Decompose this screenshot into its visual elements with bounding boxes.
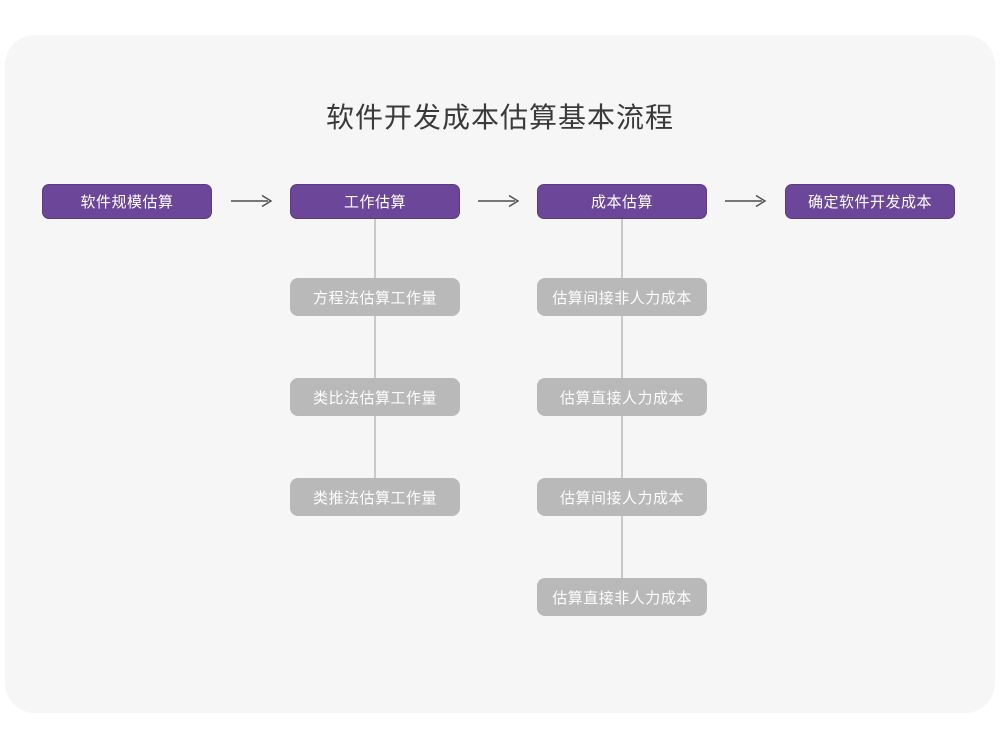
subnode-label: 估算间接人力成本 — [559, 489, 684, 507]
subnode-label: 方程法估算工作量 — [312, 289, 437, 307]
node-extrapolation-method-workload: 类推法估算工作量 — [290, 478, 460, 516]
subnode-label: 估算直接人力成本 — [559, 389, 684, 407]
subnode-label: 估算间接非人力成本 — [552, 289, 692, 307]
arrow-right-icon — [478, 194, 520, 208]
arrow-right-icon — [231, 194, 273, 208]
stage-label: 成本估算 — [590, 194, 653, 211]
subnode-label: 类比法估算工作量 — [312, 389, 437, 407]
node-direct-labor-cost: 估算直接人力成本 — [537, 378, 707, 416]
node-indirect-labor-cost: 估算间接人力成本 — [537, 478, 707, 516]
diagram-card-background — [5, 35, 995, 713]
stage-label: 工作估算 — [343, 194, 406, 211]
subnode-label: 估算直接非人力成本 — [552, 589, 692, 607]
stage-work-estimation: 工作估算 — [290, 184, 460, 219]
node-analogy-method-workload: 类比法估算工作量 — [290, 378, 460, 416]
stage-cost-estimation: 成本估算 — [537, 184, 707, 219]
node-direct-non-labor-cost: 估算直接非人力成本 — [537, 578, 707, 616]
stage-label: 软件规模估算 — [80, 194, 174, 211]
node-equation-method-workload: 方程法估算工作量 — [290, 278, 460, 316]
stage-software-scale-estimation: 软件规模估算 — [42, 184, 212, 219]
stage-label: 确定软件开发成本 — [807, 194, 932, 211]
arrow-right-icon — [725, 194, 767, 208]
stage-determine-development-cost: 确定软件开发成本 — [785, 184, 955, 219]
connector-line-work-estimation — [374, 219, 376, 481]
subnode-label: 类推法估算工作量 — [312, 489, 437, 507]
diagram-title: 软件开发成本估算基本流程 — [325, 102, 674, 133]
node-indirect-non-labor-cost: 估算间接非人力成本 — [537, 278, 707, 316]
